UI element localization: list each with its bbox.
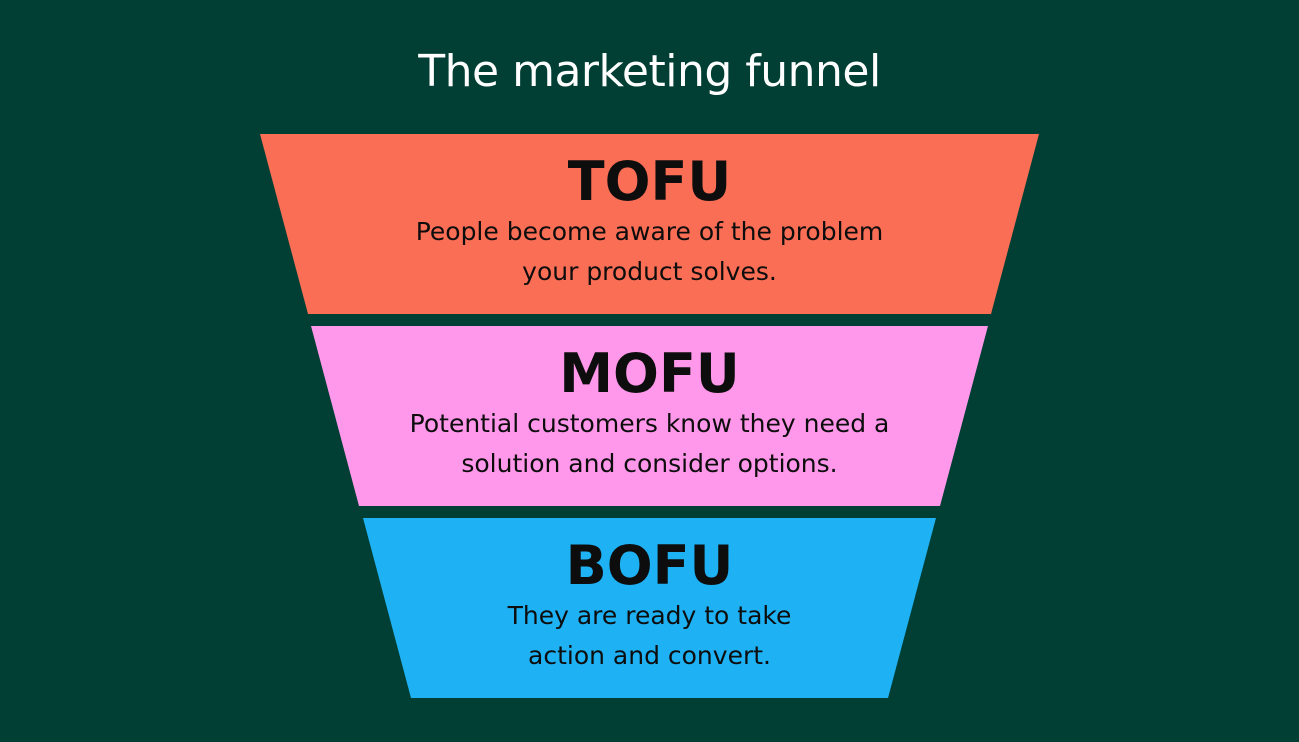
bofu-description-line1: They are ready to take xyxy=(507,601,792,630)
bofu-segment xyxy=(363,518,936,698)
tofu-stage: TOFU People become aware of the problem … xyxy=(0,152,1299,292)
diagram-title: The marketing funnel xyxy=(418,46,881,97)
mofu-segment xyxy=(311,326,988,506)
mofu-label: MOFU xyxy=(559,342,740,405)
bofu-label: BOFU xyxy=(565,534,734,597)
tofu-segment xyxy=(260,134,1039,314)
mofu-description-line1: Potential customers know they need a xyxy=(409,409,890,438)
tofu-description-line1: People become aware of the problem xyxy=(415,217,884,246)
tofu-label: TOFU xyxy=(567,150,732,213)
tofu-description-line2: your product solves. xyxy=(522,257,777,286)
bofu-stage: BOFU They are ready to take action and c… xyxy=(0,536,1299,676)
mofu-stage: MOFU Potential customers know they need … xyxy=(0,344,1299,484)
bofu-description-line2: action and convert. xyxy=(528,641,771,670)
mofu-description-line2: solution and consider options. xyxy=(461,449,838,478)
